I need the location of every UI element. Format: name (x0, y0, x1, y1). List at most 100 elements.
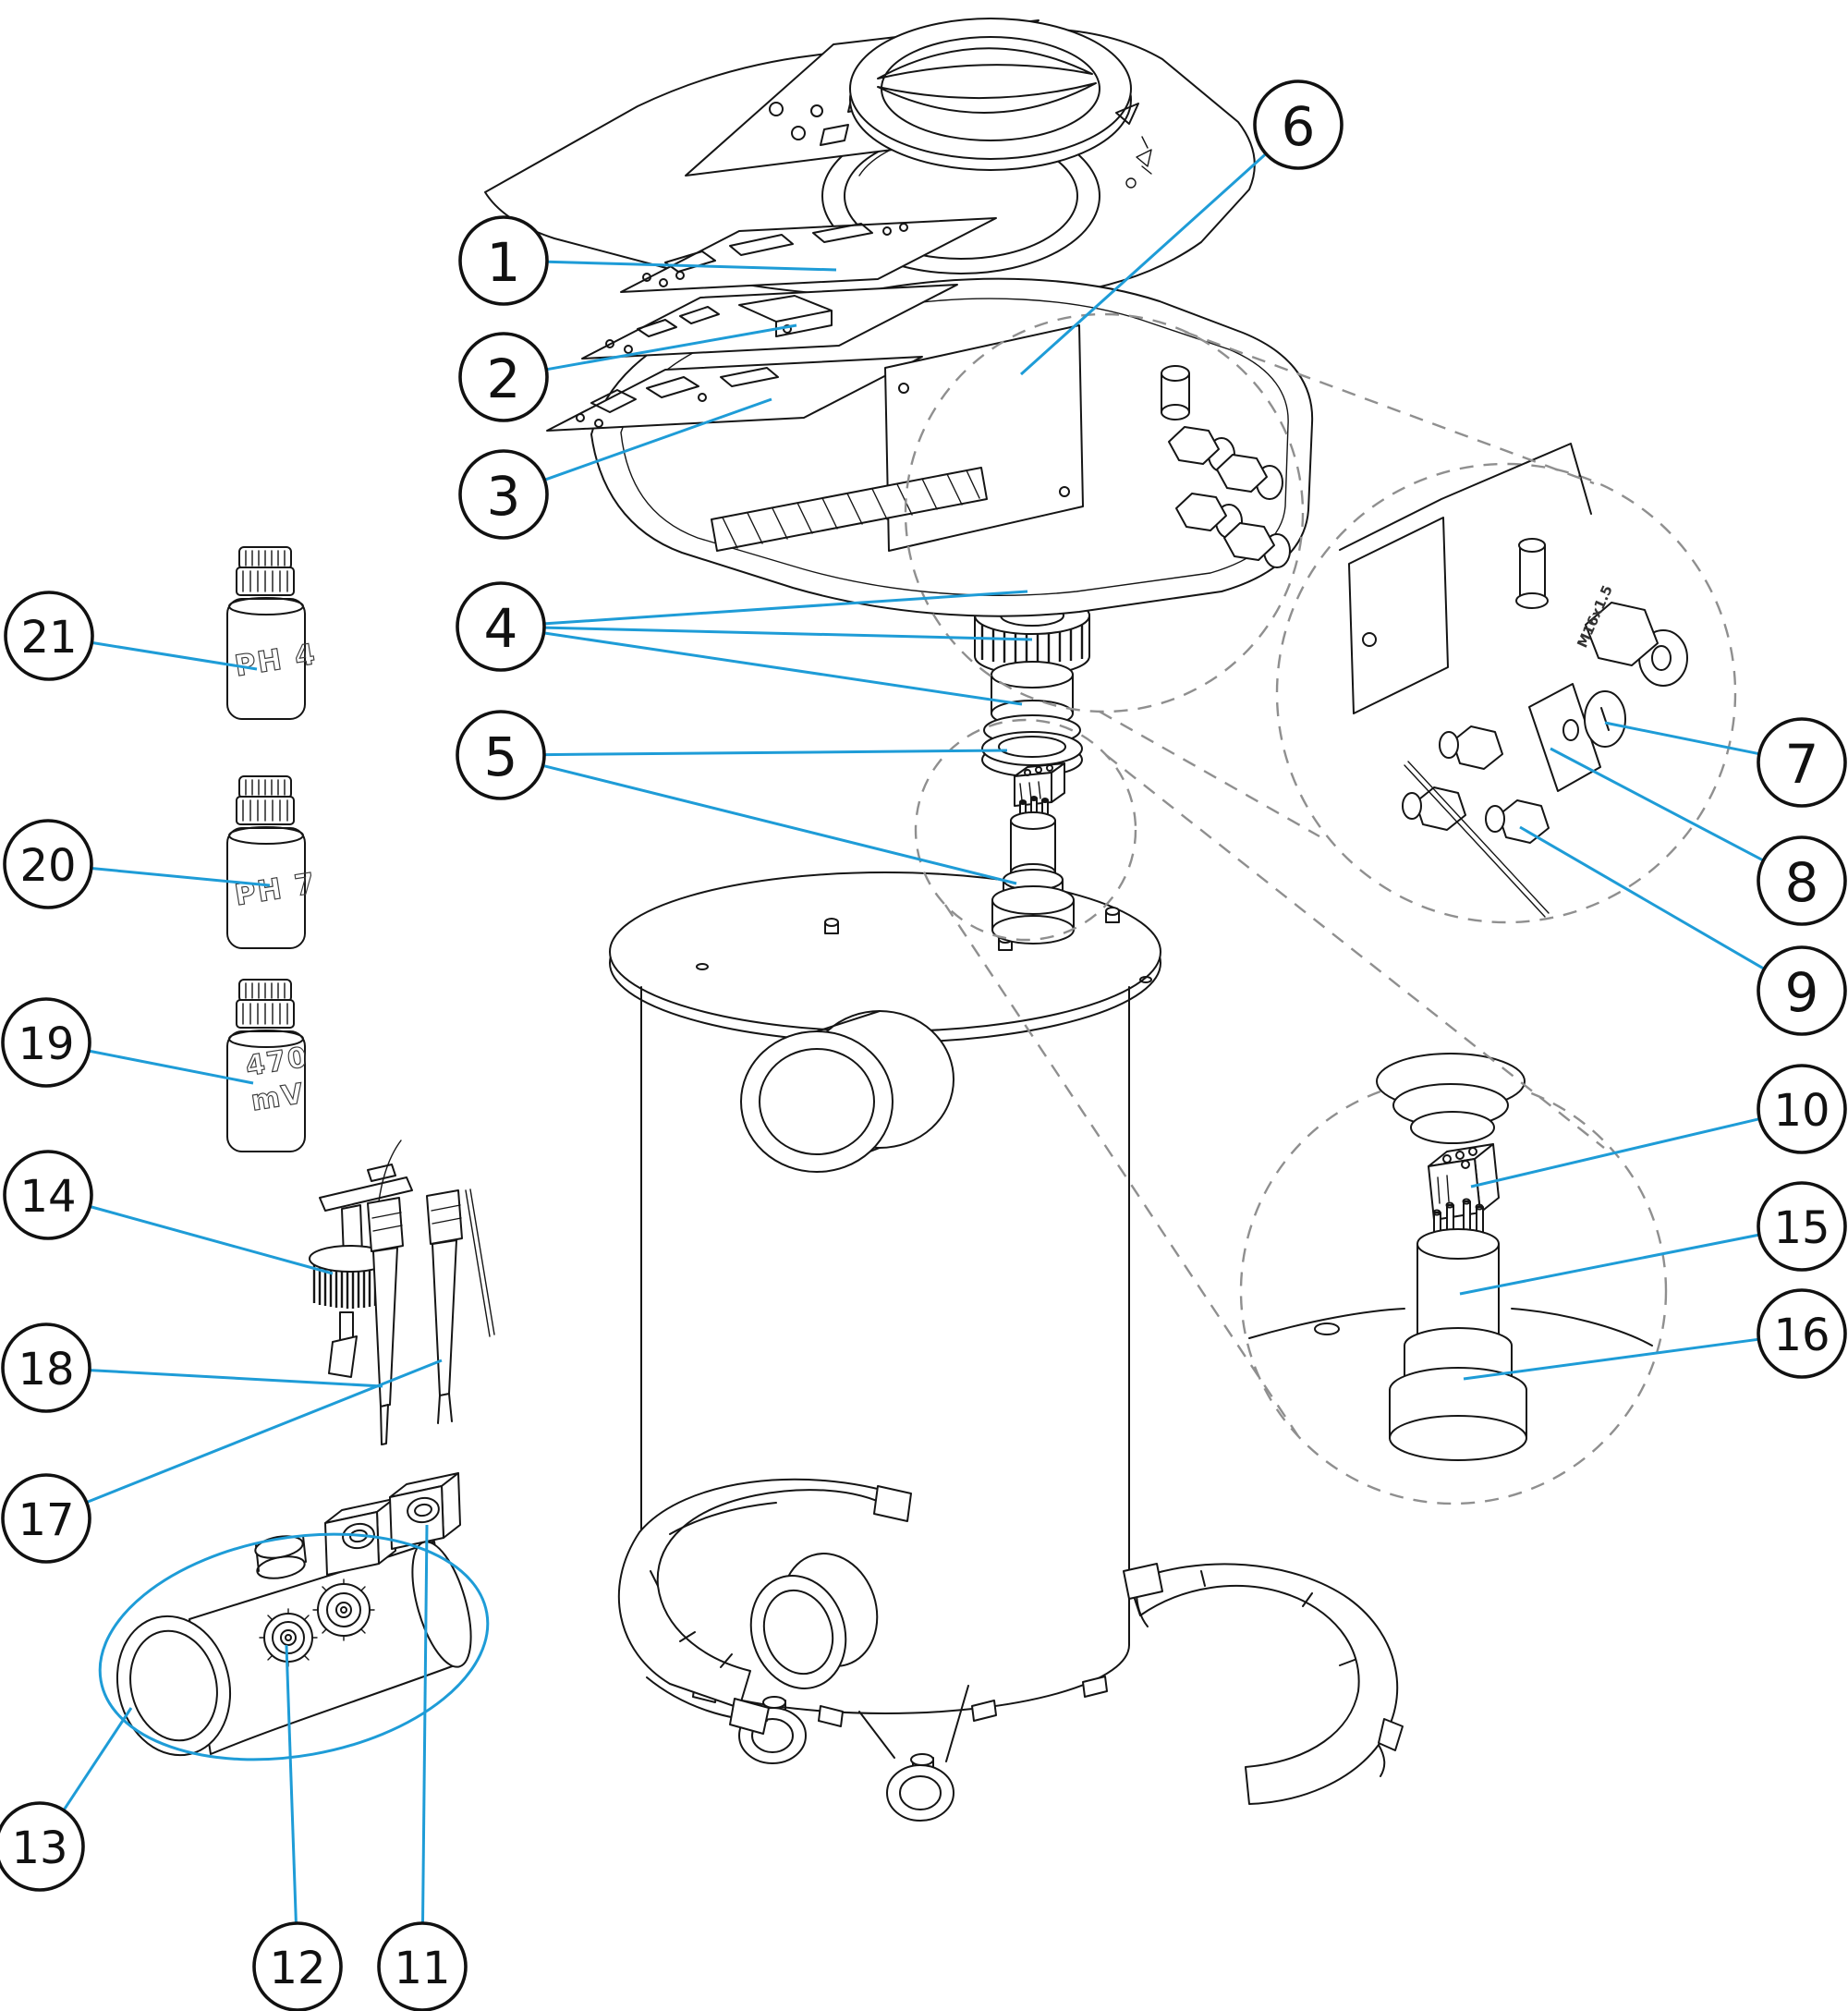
cover-markings (1125, 136, 1152, 189)
callout-19-circle (1, 997, 91, 1088)
callout-9-circle (1757, 945, 1847, 1036)
flow-cell (98, 1472, 490, 1761)
screw-cap-lid (849, 18, 1139, 171)
sensor-rosette-right (312, 1578, 375, 1641)
callout-4-circle (456, 581, 546, 672)
bottle-ph4: PH 4 (226, 546, 320, 720)
detail-links (904, 312, 1605, 1437)
zoom-link-top (1184, 330, 1595, 485)
callout-2-circle (458, 332, 549, 422)
callout-17-circle (1, 1473, 91, 1564)
callout-15-number: 15 (1773, 1202, 1830, 1254)
callout-21-circle (4, 591, 94, 681)
callout-16-number: 16 (1773, 1310, 1830, 1361)
zoom-link2-bottom (944, 904, 1299, 1437)
callout-6-number: 6 (1282, 95, 1316, 158)
callout-18-number: 18 (18, 1344, 74, 1396)
callout-21-number: 21 (20, 612, 77, 664)
callout-2-number: 2 (487, 347, 521, 410)
callout-17-number: 17 (18, 1494, 74, 1546)
foot-roller-right (858, 1685, 969, 1822)
callout-7-circle (1757, 717, 1847, 808)
base-bushing-detail (1389, 1327, 1527, 1461)
detail1-contents: M16x1.5 (1339, 443, 1688, 918)
detail2-contents (1248, 1053, 1653, 1461)
callout-5-circle (456, 710, 546, 800)
top-plug (254, 1535, 307, 1579)
leader-line-3-1 (543, 397, 772, 481)
leader-line-15-1 (1459, 1233, 1760, 1296)
callout-6-circle (1253, 79, 1343, 170)
connector-block (1014, 762, 1065, 807)
callout-20-circle (3, 819, 93, 909)
cable-gland-m16: M16x1.5 (1574, 582, 1688, 687)
housing-zoom-circle (904, 312, 1305, 713)
flow-cell-highlight-ellipse (98, 1532, 490, 1761)
pcb-board-2 (581, 284, 958, 360)
callout-1-circle (458, 215, 549, 306)
callout-5-number: 5 (484, 725, 518, 788)
leader-line-20-1 (91, 867, 271, 887)
leader-line-6-1 (1019, 152, 1268, 376)
callout-13-circle (0, 1801, 85, 1892)
vent-grill (711, 467, 988, 552)
leader-line-4-3 (543, 631, 1023, 706)
callout-14-circle (3, 1150, 93, 1240)
leader-line-13-1 (62, 1707, 133, 1811)
leader-line-9-1 (1519, 825, 1766, 970)
detail-circle-2 (1239, 1053, 1668, 1505)
redox-probe (426, 1188, 495, 1424)
pin-post (1010, 796, 1056, 882)
callout-18-circle (1, 1322, 91, 1413)
pipe-opening (116, 1615, 232, 1757)
pcb-stack (546, 217, 997, 432)
callout-11-number: 11 (394, 1943, 450, 1994)
callout-16-circle (1757, 1288, 1847, 1379)
clamp-right (1123, 1563, 1404, 1805)
leader-line-8-1 (1550, 747, 1765, 862)
ph-probe (367, 1140, 404, 1445)
leader-line-21-1 (91, 640, 258, 671)
callout-19-number: 19 (18, 1018, 74, 1070)
bottle-470mv: 470 mV (226, 979, 311, 1152)
leader-line-12-1 (285, 1644, 298, 1924)
leader-line-17-1 (86, 1359, 443, 1504)
pcb-board-1 (620, 217, 997, 293)
leader-line-16-1 (1463, 1337, 1759, 1381)
hex-adapter-right (389, 1472, 461, 1550)
callout-12-circle (252, 1921, 343, 2011)
leader-line-18-1 (89, 1369, 383, 1388)
callout-4-number: 4 (484, 597, 518, 660)
callout-7-number: 7 (1785, 733, 1819, 796)
callout-8-number: 8 (1785, 851, 1819, 914)
leader-line-1-1 (546, 260, 837, 272)
callout-13-number: 13 (11, 1822, 67, 1874)
callout-20-number: 20 (19, 840, 76, 892)
callout-10-circle (1757, 1064, 1847, 1154)
lower-port (749, 1553, 879, 1689)
callout-15-circle (1757, 1181, 1847, 1272)
leader-line-19-1 (88, 1049, 254, 1085)
leader-line-5-2 (542, 763, 1017, 885)
leader-line-10-1 (1470, 1117, 1760, 1188)
bottle-ph7: PH 7 (226, 775, 320, 949)
hex-adapter-left (324, 1498, 396, 1576)
cable-glands-housing (1161, 365, 1291, 568)
callout-14-number: 14 (19, 1171, 76, 1223)
leader-line-2-1 (546, 323, 797, 372)
detail-circle-1: M16x1.5 (1275, 443, 1737, 924)
leader-line-5-1 (543, 749, 1008, 757)
leader-line-4-2 (543, 626, 1033, 641)
pcb-board-3 (546, 356, 923, 432)
leader-line-4-1 (543, 590, 1028, 626)
leader-line-7-1 (1604, 721, 1760, 756)
leader-line-14-1 (89, 1205, 334, 1275)
callout-3-circle (458, 449, 549, 540)
callout-10-number: 10 (1773, 1085, 1830, 1137)
callout-8-circle (1757, 835, 1847, 926)
leader-line-11-1 (421, 1524, 429, 1924)
callout-1-number: 1 (487, 231, 521, 294)
